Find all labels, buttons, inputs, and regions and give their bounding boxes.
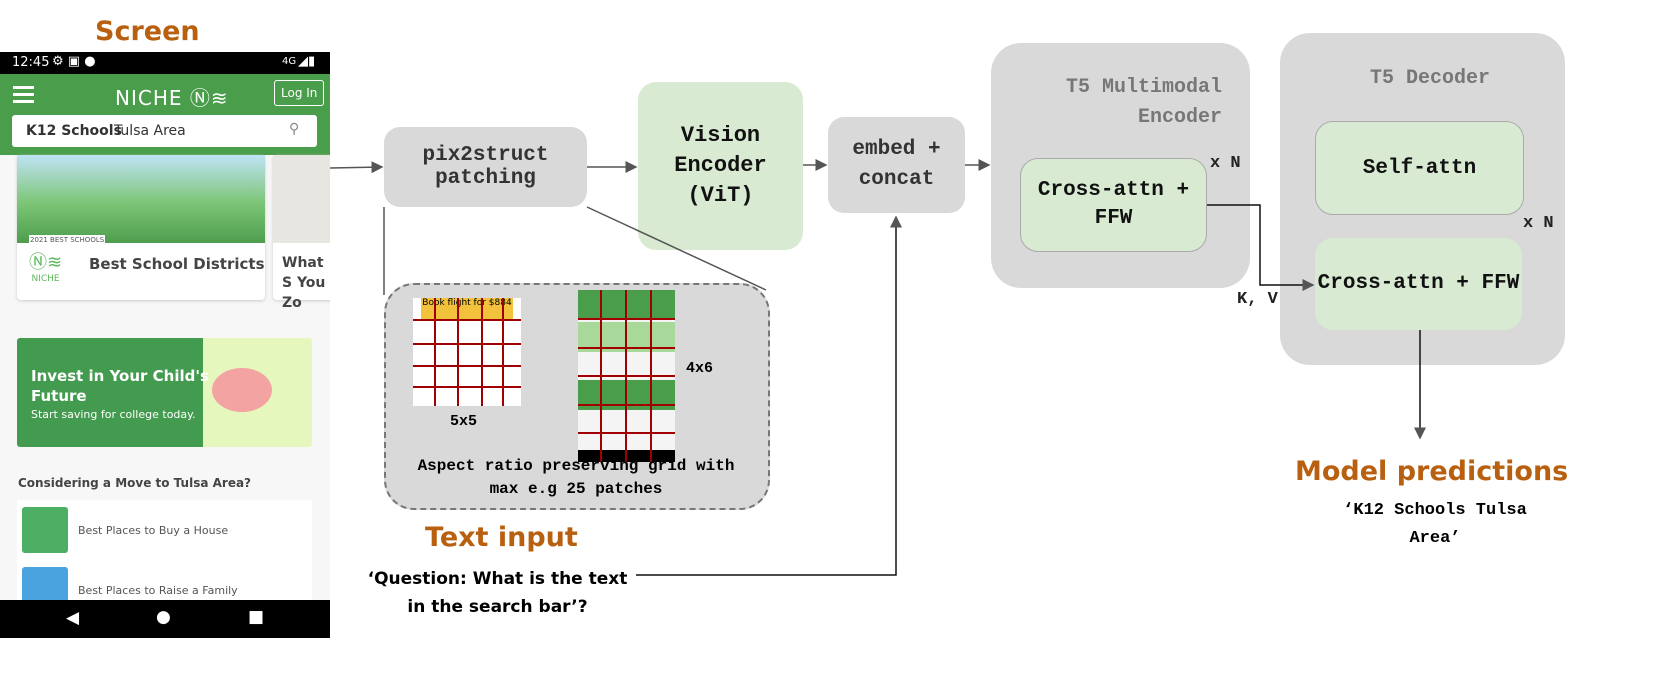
question-text: ‘Question: What is the text in the searc…	[367, 569, 628, 617]
back-icon[interactable]: ◀	[66, 608, 80, 628]
invest-banner[interactable]: Invest in Your Child's Future Start savi…	[17, 338, 312, 447]
app-header: NICHE Ⓝ≋ Log In K12 Schools Tulsa Area ⚲	[0, 74, 330, 155]
grid-caption: Aspect ratio preserving grid with max e.…	[417, 457, 735, 498]
decoder-repeat-label: x N	[1523, 214, 1554, 233]
niche-logo: NICHE Ⓝ≋	[115, 86, 229, 110]
school-illustration	[17, 155, 265, 243]
decoder-self-attn-block: Self-attn	[1315, 121, 1524, 215]
status-time: 12:45	[12, 55, 50, 70]
grid-overlay-5x5	[413, 298, 521, 406]
phone-example	[578, 290, 675, 462]
grid-overlay-4x6	[578, 290, 675, 462]
grid-label-4x6: 4x6	[686, 360, 714, 377]
t5-decoder-block: T5 Decoder Self-attn Cross-attn + FFW	[1280, 33, 1565, 365]
card-partial[interactable]: What S You Zo	[273, 155, 330, 311]
kv-label: K, V	[1237, 290, 1278, 309]
patch-grid-panel: Book flight for $884 5x5 4x6 Aspect rati…	[384, 283, 770, 510]
banner-subtitle: Start saving for college today.	[31, 408, 196, 421]
map-illustration	[273, 155, 330, 243]
list-item-label: Best Places to Raise a Family	[78, 583, 238, 597]
home-icon[interactable]: ●	[156, 607, 171, 627]
arrow-question-to-embed	[636, 215, 902, 576]
zoom-line-right	[586, 206, 767, 291]
network-label: 4G	[282, 56, 297, 67]
card-title: Best School Districts	[89, 255, 265, 273]
encoder-cross-attn-block: Cross-attn + FFW	[1020, 158, 1207, 252]
menu-icon[interactable]	[13, 86, 34, 103]
nav-bar: ◀ ● ■	[0, 600, 330, 638]
house-icon	[22, 507, 68, 553]
search-category: K12 Schools	[26, 123, 122, 139]
encoder-repeat-label: x N	[1210, 154, 1241, 173]
screen-title: Screen	[95, 16, 200, 47]
status-bar: 12:45 ⚙ ▣ ● 4G ◢▮	[0, 52, 330, 74]
banner-title: Invest in Your Child's Future	[31, 367, 209, 405]
grid-label-5x5: 5x5	[450, 413, 478, 430]
award-badge: 2021 BEST SCHOOLS	[29, 235, 106, 245]
flight-example: Book flight for $884	[413, 298, 521, 406]
niche-badge-logo: Ⓝ≋NICHE	[29, 252, 63, 284]
arrow-screen-to-patching	[329, 161, 384, 174]
settings-icon: ⚙ ▣ ●	[52, 54, 96, 69]
text-input-title: Text input	[425, 522, 578, 553]
card-title: What S You Zo	[282, 255, 326, 311]
decoder-cross-attn-block: Cross-attn + FFW	[1315, 238, 1522, 330]
search-location: Tulsa Area	[114, 123, 186, 139]
book-flight-text: Book flight for $884	[421, 298, 513, 320]
signal-icon: ◢▮	[298, 54, 316, 69]
pix2struct-patching-block: pix2struct patching	[384, 127, 587, 207]
search-bar[interactable]: K12 Schools Tulsa Area ⚲	[12, 115, 317, 147]
phone-screenshot: 12:45 ⚙ ▣ ● 4G ◢▮ NICHE Ⓝ≋ Log In K12 Sc…	[0, 52, 330, 638]
piggy-bank-icon	[212, 368, 272, 412]
recents-icon[interactable]: ■	[248, 607, 265, 627]
predictions-title: Model predictions	[1295, 456, 1569, 487]
prediction-text: ‘K12 Schools Tulsa Area’	[1343, 501, 1527, 548]
card-best-school-districts[interactable]: 2021 BEST SCHOOLS Ⓝ≋NICHE Best School Di…	[17, 155, 265, 300]
login-button[interactable]: Log In	[274, 80, 325, 106]
t5-encoder-title: T5 Multimodal Encoder	[1065, 76, 1222, 129]
t5-decoder-title: T5 Decoder	[1370, 67, 1491, 90]
embed-concat-block: embed + concat	[828, 117, 965, 213]
section-title: Considering a Move to Tulsa Area?	[18, 476, 252, 490]
arrow-encoder-to-decoder	[1207, 204, 1315, 291]
t5-encoder-block: T5 Multimodal Encoder Cross-attn + FFW	[991, 43, 1250, 288]
vision-encoder-block: Vision Encoder (ViT)	[638, 82, 803, 250]
list-item[interactable]: Best Places to Buy a House	[17, 500, 312, 561]
list-item-label: Best Places to Buy a House	[78, 523, 229, 537]
search-icon[interactable]: ⚲	[289, 121, 300, 137]
